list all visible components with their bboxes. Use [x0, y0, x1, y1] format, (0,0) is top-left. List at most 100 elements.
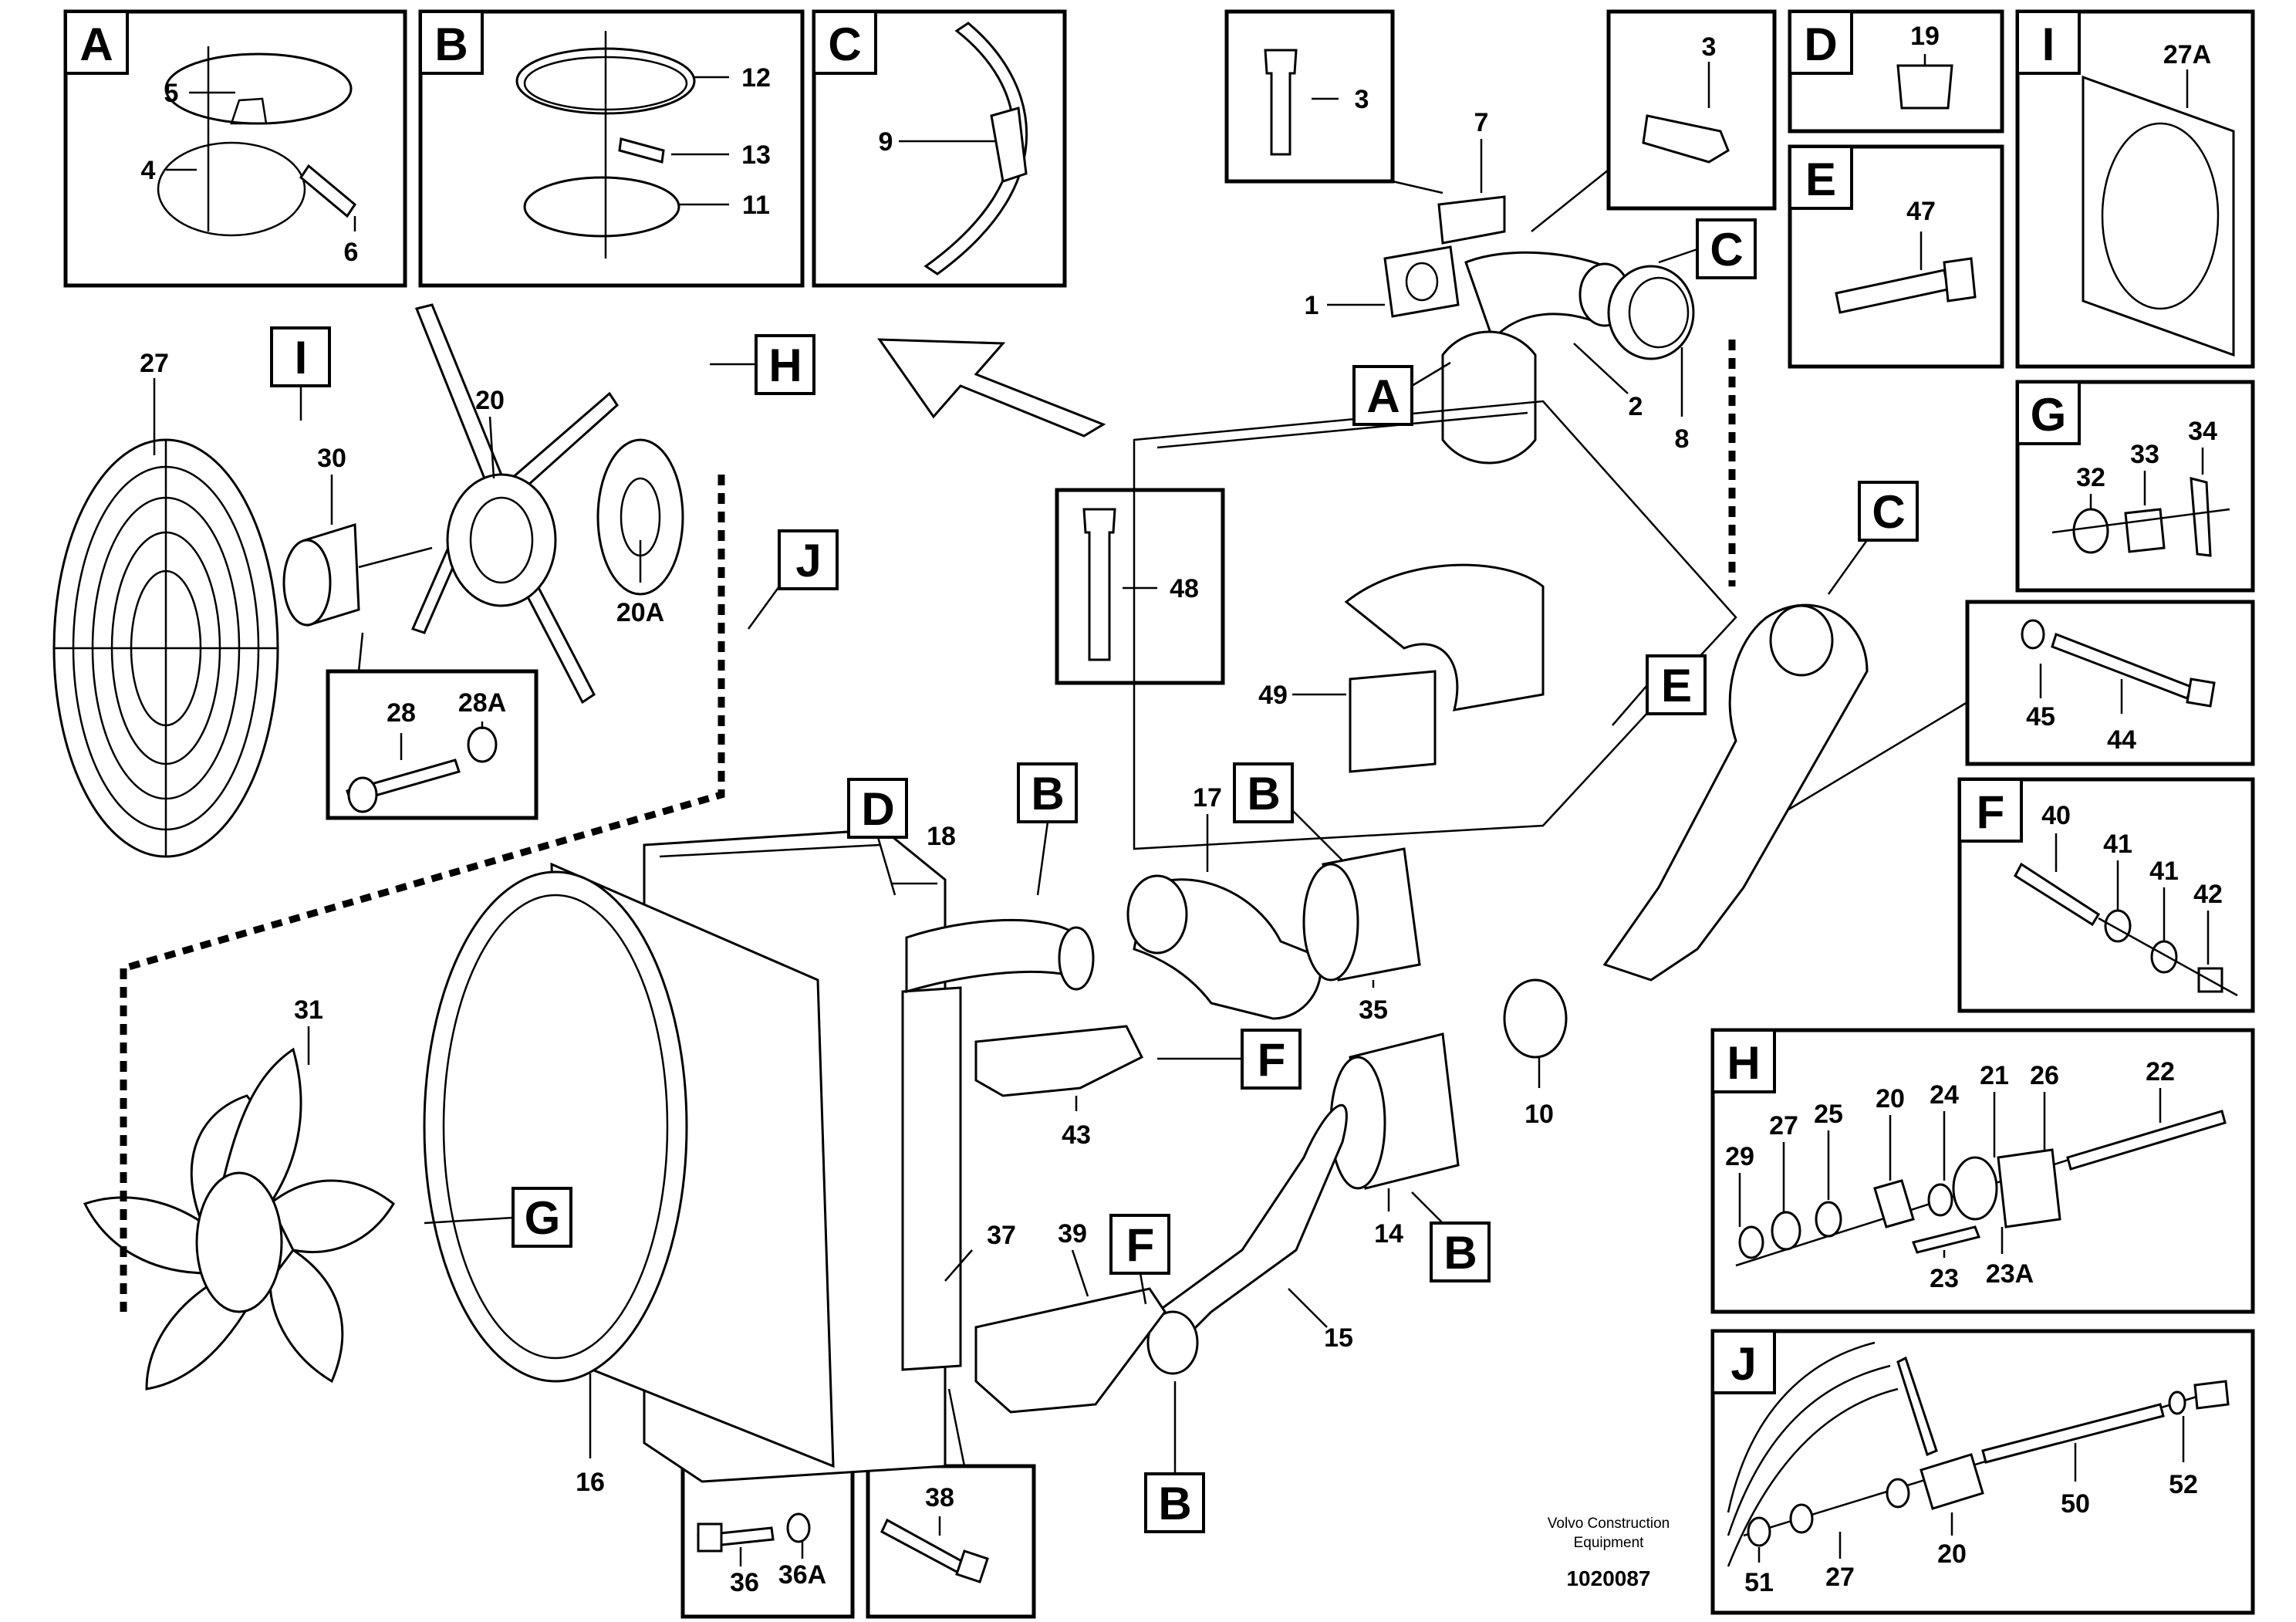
part-number: 24	[1930, 1080, 1959, 1110]
hose-sleeve: 14	[1329, 1032, 1460, 1249]
washer	[2150, 940, 2178, 974]
detail-box-j: J 51 27 20 50 52	[1710, 1329, 2255, 1615]
part-number: 42	[2193, 880, 2223, 909]
part-number: 9	[879, 127, 893, 157]
part-number: 26	[2030, 1061, 2059, 1090]
detail-box-e-letter: E	[1805, 154, 1836, 205]
direction-arrow	[877, 338, 1106, 438]
part-number: 6	[344, 238, 359, 267]
detail-box-d: D 19	[1788, 9, 2004, 133]
washer	[786, 1512, 811, 1543]
part-number: 32	[2076, 463, 2105, 492]
svg-text:B: B	[1158, 1478, 1191, 1529]
detail-box-g-letter: G	[2031, 389, 2067, 441]
callout-box-bolt-28: 28 28A	[326, 632, 539, 820]
part-number: 52	[2169, 1470, 2198, 1499]
rubber-mount	[1873, 1179, 1915, 1228]
svg-text:C: C	[1710, 224, 1743, 275]
engine-block: 49	[1133, 400, 1737, 850]
part-number: 8	[1675, 424, 1690, 454]
part-number: 20	[475, 386, 505, 415]
svg-text:E: E	[1661, 660, 1692, 711]
reference-tag: I	[270, 326, 331, 421]
detail-box-h-letter: H	[1727, 1037, 1760, 1089]
part-number: 3	[1702, 32, 1717, 62]
callout-box-bolt-45-44: 45 44	[1774, 600, 2255, 819]
drain-plug	[1896, 64, 1953, 110]
fan-shroud: 16	[423, 862, 835, 1497]
detail-box-e: E 47	[1788, 144, 2004, 369]
reference-tag: H	[710, 334, 815, 395]
svg-text:F: F	[1258, 1034, 1286, 1086]
detail-box-c: C 9	[812, 9, 1067, 288]
o-ring	[523, 176, 680, 238]
screw	[618, 137, 665, 164]
part-number: 36	[730, 1568, 759, 1597]
detail-box-i-letter: I	[2042, 19, 2055, 70]
reference-tag: B	[1017, 762, 1078, 896]
long-bolt	[2066, 1110, 2227, 1171]
reference-tag: F	[1157, 1029, 1302, 1090]
detail-box-b-letter: B	[434, 19, 468, 70]
detail-box-g: G 32 33 34	[2015, 380, 2255, 593]
mounting-flange: 20A	[596, 438, 684, 627]
part-number: 22	[2146, 1057, 2175, 1086]
part-number: 27	[1769, 1111, 1798, 1140]
part-number: 51	[1744, 1568, 1774, 1597]
elbow-pipe: 2	[1441, 251, 1643, 465]
part-number: 37	[987, 1221, 1016, 1250]
threaded-rod	[1981, 1403, 2165, 1464]
part-number: 36A	[778, 1560, 826, 1590]
detail-box-f: F 40 41 41 42	[1957, 777, 2255, 1013]
detail-box-a: A 5 4 6	[63, 9, 407, 288]
part-number: 29	[1725, 1142, 1754, 1171]
svg-text:B: B	[1031, 768, 1064, 819]
detail-box-a-letter: A	[79, 19, 113, 70]
bolt	[2014, 862, 2101, 927]
detail-box-d-letter: D	[1804, 19, 1837, 70]
short-bolt	[1911, 1225, 1981, 1254]
part-number: 39	[1058, 1219, 1087, 1249]
fan-motor: 30	[282, 444, 433, 627]
washer	[2072, 508, 2109, 554]
part-number: 31	[294, 995, 323, 1025]
callout-box-bolt-3: 3	[1224, 9, 1443, 194]
part-number: 23A	[1986, 1259, 2034, 1289]
detail-box-b: B 12 13 11	[418, 9, 805, 288]
reference-tag: J	[747, 529, 839, 630]
part-number: 11	[742, 191, 770, 220]
part-number: 2	[1629, 392, 1643, 421]
reference-tag: C	[1827, 481, 1919, 595]
part-number: 1	[1305, 291, 1319, 320]
svg-text:I: I	[295, 332, 308, 384]
svg-text:G: G	[525, 1192, 561, 1244]
part-number: 48	[1170, 574, 1199, 603]
svg-text:C: C	[1872, 486, 1905, 538]
callout-box-bolt-38: 38	[866, 1388, 1036, 1619]
svg-text:H: H	[768, 340, 802, 391]
bearing-housing	[1952, 1156, 1998, 1221]
cooling-fan: 31	[83, 995, 395, 1391]
part-number: 4	[141, 156, 156, 185]
reference-tag: B	[1233, 762, 1343, 861]
reference-tag: A	[1352, 361, 1451, 426]
part-number: 35	[1359, 995, 1388, 1025]
credit-line-1: Volvo Construction	[1548, 1516, 1670, 1532]
svg-text:J: J	[795, 535, 821, 586]
part-number: 27A	[2163, 40, 2211, 69]
part-number: 44	[2107, 725, 2136, 755]
part-number: 45	[2026, 702, 2055, 732]
hose-sleeve: 8	[1607, 265, 1695, 454]
dashed-connector	[122, 475, 725, 972]
part-number: 5	[164, 79, 179, 108]
hose-clamp	[164, 52, 353, 125]
reference-tag: F	[1109, 1214, 1170, 1305]
part-number: 28A	[458, 688, 506, 718]
screw	[299, 164, 356, 218]
part-number: 20	[1876, 1084, 1905, 1113]
part-number: 21	[1980, 1061, 2009, 1090]
hose-sleeve: 35	[1302, 847, 1421, 1025]
reference-tag: D	[847, 778, 908, 896]
part-number: 7	[1474, 108, 1489, 137]
part-number: 12	[741, 63, 771, 93]
